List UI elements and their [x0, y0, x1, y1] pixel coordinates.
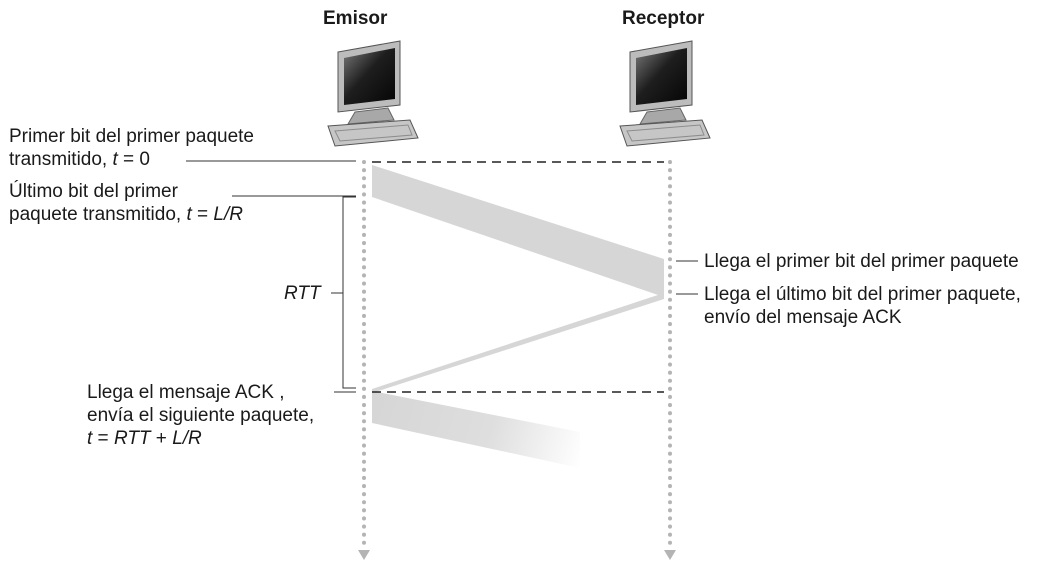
first-bit-arrives-label: Llega el primer bit del primer paquete [704, 251, 1019, 272]
next-packet-band [372, 391, 580, 468]
first-bit-sent-label: Primer bit del primer paquete transmitid… [9, 126, 254, 170]
ack-arrives-label: Llega el mensaje ACK , envía el siguient… [87, 382, 315, 449]
receiver-title: Receptor [622, 8, 705, 29]
last-bit-sent-label: Último bit del primer paquete transmitid… [9, 181, 243, 225]
last-bit-arrives-label: Llega el último bit del primer paquete, … [704, 284, 1021, 328]
sender-title: Emisor [323, 8, 388, 29]
first-packet-band [372, 165, 664, 297]
rtt-label: RTT [284, 283, 321, 304]
receiver-computer-icon [619, 40, 711, 147]
receiver-timeline-arrow [664, 550, 676, 560]
sender-computer-icon [327, 40, 419, 147]
rtt-bracket [342, 196, 356, 389]
ack-band [372, 293, 664, 393]
sender-timeline-arrow [358, 550, 370, 560]
